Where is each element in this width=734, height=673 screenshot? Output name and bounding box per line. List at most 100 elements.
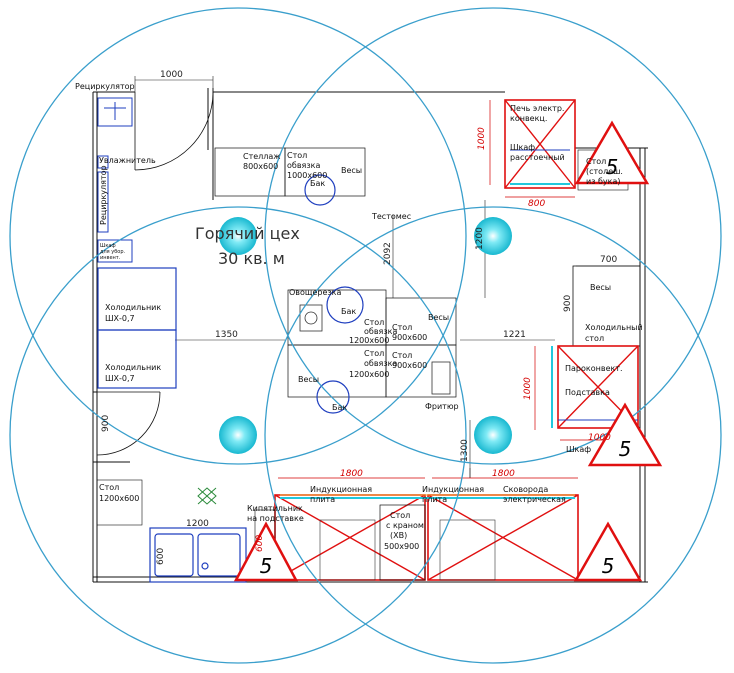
label-table-mid3-3: 1200х600 (349, 370, 389, 379)
dim-bottom-right: 1800 (492, 469, 515, 479)
warning-triangle-1: 5 (574, 120, 650, 185)
drain-icon (197, 487, 217, 505)
dim-top-door: 1000 (160, 70, 183, 80)
label-proof-2: расстоечный (510, 153, 565, 162)
label-veg-cutter: Овощерезка (289, 288, 341, 297)
label-induction2-2: плита (422, 495, 447, 504)
label-table-sink-4: 500х900 (384, 542, 419, 551)
lamp-icon-3 (219, 416, 257, 454)
lamps (219, 217, 512, 454)
dim-oven-side: 1000 (477, 127, 487, 150)
dim-bottom-vert: 1300 (460, 439, 470, 462)
label-scales-top: Весы (341, 166, 362, 175)
dim-sink-width: 1200 (186, 519, 209, 529)
label-kettle-1: Кипятильник (247, 504, 303, 513)
label-table-mid3-2: обвязка (364, 359, 397, 368)
label-table-sink-2: с краном (386, 521, 424, 530)
label-cold-table-1: Холодильный (585, 323, 643, 332)
oven (504, 99, 576, 189)
label-cabinet-right: Шкаф (566, 445, 591, 454)
label-table-top-1: Стол (287, 151, 307, 160)
label-scales-mid: Весы (428, 313, 449, 322)
label-table-mid2-1: Стол (392, 323, 412, 332)
label-beech-1: Стол (586, 157, 606, 166)
lamp-icon-2 (474, 217, 512, 255)
label-table-top-3: 1000х600 (287, 171, 327, 180)
label-dough-mixer: Тестомес (371, 212, 411, 221)
label-table-mid2-2: 900х600 (392, 333, 427, 342)
text-labels: Горячий цех 30 кв. м 1000 1350 1221 1000… (75, 70, 643, 565)
dim-right-top: 700 (600, 255, 617, 265)
veg-cutter (299, 304, 323, 332)
lighting-coverage (9, 7, 722, 664)
label-table-left-1: Стол (99, 483, 119, 492)
tank-top (304, 174, 336, 206)
label-scales-right: Весы (590, 283, 611, 292)
label-recirculator-side: Рециркулятор (99, 165, 108, 225)
recirculator-side (97, 171, 109, 233)
warning-triangle-2: 5 (587, 402, 663, 467)
label-cabinet-1: Шкаф (100, 243, 116, 249)
coverage-circle-3 (9, 206, 467, 664)
dim-kombi-side: 1000 (523, 377, 533, 400)
dim-center-vert: 2092 (383, 242, 393, 265)
label-frying-pan-2: электрическая (503, 495, 566, 504)
label-cabinet-2: для убор. (100, 249, 126, 255)
label-fridge1-1: Холодильник (105, 303, 161, 312)
dim-oven-bottom: 800 (528, 199, 545, 209)
dim-right-side: 900 (563, 295, 573, 312)
label-oven-2: конвекц. (510, 114, 547, 123)
table-left (96, 479, 143, 526)
label-table-sink-1: Стол (390, 511, 410, 520)
label-cabinet-3: инвент. (100, 255, 121, 261)
label-tank-low: Бак (332, 403, 347, 412)
label-table-mid4-1: Стол (392, 351, 412, 360)
label-table-mid1-3: 1200х600 (349, 336, 389, 345)
recirculator-top (97, 97, 133, 127)
label-scales-low: Весы (298, 375, 319, 384)
coverage-circle-2 (264, 7, 722, 465)
label-fridge2-2: ШХ-0,7 (105, 374, 135, 383)
label-induction2-1: Индукционная (422, 485, 484, 494)
label-kettle-2: на подставке (247, 514, 304, 523)
cleaning-cabinet (97, 239, 133, 263)
warning-triangle-4: 5 (573, 521, 643, 582)
label-beech-3: из бука) (586, 177, 621, 186)
label-fridge2-1: Холодильник (105, 363, 161, 372)
warning-marker-2: 5 (619, 437, 632, 461)
label-table-left-2: 1200х600 (99, 494, 139, 503)
label-table-mid1-2: обвязка (364, 327, 397, 336)
label-frying-pan-1: Сковорода (503, 485, 548, 494)
lamp-icon-4 (474, 416, 512, 454)
label-kombi: Пароконвект. (565, 364, 623, 373)
label-recirculator-top: Рециркулятор (75, 82, 135, 91)
label-induction1-1: Индукционная (310, 485, 372, 494)
fryer (431, 361, 451, 395)
lamp-icon-1 (219, 217, 257, 255)
dim-sink-depth: 600 (156, 548, 166, 565)
fridge-2 (97, 329, 177, 389)
hot-line (274, 494, 579, 581)
label-beech-2: (столеш. (586, 167, 623, 176)
label-rack-1: Стеллаж (243, 152, 281, 161)
dim-mid-right: 1221 (503, 330, 526, 340)
warning-marker-4: 5 (602, 554, 615, 578)
dimension-lines (134, 76, 640, 478)
dim-kettle-side: 600 (255, 535, 265, 552)
dehumidifier (97, 155, 109, 169)
label-tank-top: Бак (310, 179, 325, 188)
cold-table (572, 265, 641, 347)
label-table-mid4-2: 900х600 (392, 361, 427, 370)
room-area: 30 кв. м (218, 249, 285, 268)
label-fridge1-2: ШХ-0,7 (105, 314, 135, 323)
label-table-mid1-1: Стол (364, 318, 384, 327)
label-table-sink-3: (ХВ) (390, 531, 407, 540)
dim-bottom-left: 1800 (340, 469, 363, 479)
coverage-circle-4 (264, 206, 722, 664)
sink (149, 527, 247, 583)
label-induction1-2: плита (310, 495, 335, 504)
label-table-top-2: обвязка (287, 161, 320, 170)
tank-mid (326, 286, 364, 324)
room-title: Горячий цех (195, 224, 300, 243)
